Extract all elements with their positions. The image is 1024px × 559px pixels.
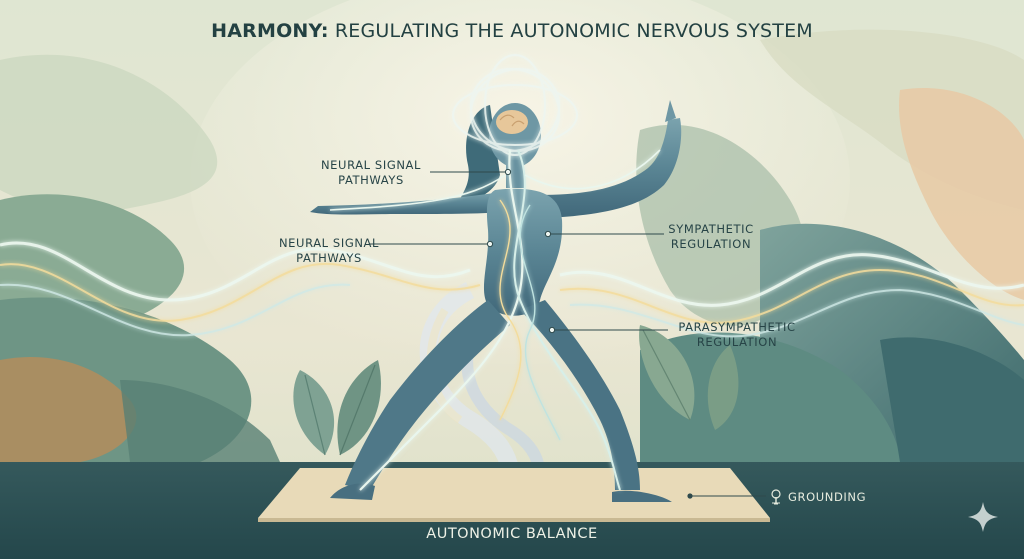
label-balance: AUTONOMIC BALANCE	[426, 526, 598, 542]
page-title: HARMONY: REGULATING THE AUTONOMIC NERVOU…	[0, 20, 1024, 42]
label-line: PATHWAYS	[296, 251, 362, 265]
label-line: REGULATION	[696, 335, 778, 349]
label-line: REGULATION	[670, 237, 752, 251]
title-rest: REGULATING THE AUTONOMIC NERVOUS SYSTEM	[334, 20, 813, 42]
leaf-left	[293, 360, 381, 456]
label-line: NEURAL SIGNAL	[320, 158, 422, 172]
label-sympathetic: SYMPATHETIC REGULATION	[652, 222, 770, 252]
signal-waves	[0, 241, 1024, 338]
label-line: PARASYMPATHETIC	[678, 320, 796, 334]
title-bold: HARMONY:	[211, 20, 329, 42]
yoga-mat	[258, 468, 770, 518]
label-neural-upper: NEURAL SIGNAL PATHWAYS	[312, 158, 430, 188]
brain-icon	[496, 110, 528, 134]
label-neural-lower: NEURAL SIGNAL PATHWAYS	[270, 236, 388, 266]
leader-dots	[486, 168, 693, 499]
grounding-text: GROUNDING	[788, 490, 867, 504]
halo-rings	[452, 54, 578, 156]
leader-lines	[370, 171, 766, 497]
neural-pathways	[329, 149, 661, 491]
label-grounding: GROUNDING	[768, 489, 866, 505]
sparkle-icon	[968, 502, 998, 532]
label-line: SYMPATHETIC	[668, 222, 754, 236]
label-line: PATHWAYS	[338, 173, 404, 187]
label-parasympathetic: PARASYMPATHETIC REGULATION	[666, 320, 808, 350]
label-line: NEURAL SIGNAL	[278, 236, 380, 250]
tree-icon	[771, 489, 781, 505]
leaf-right	[639, 325, 739, 430]
